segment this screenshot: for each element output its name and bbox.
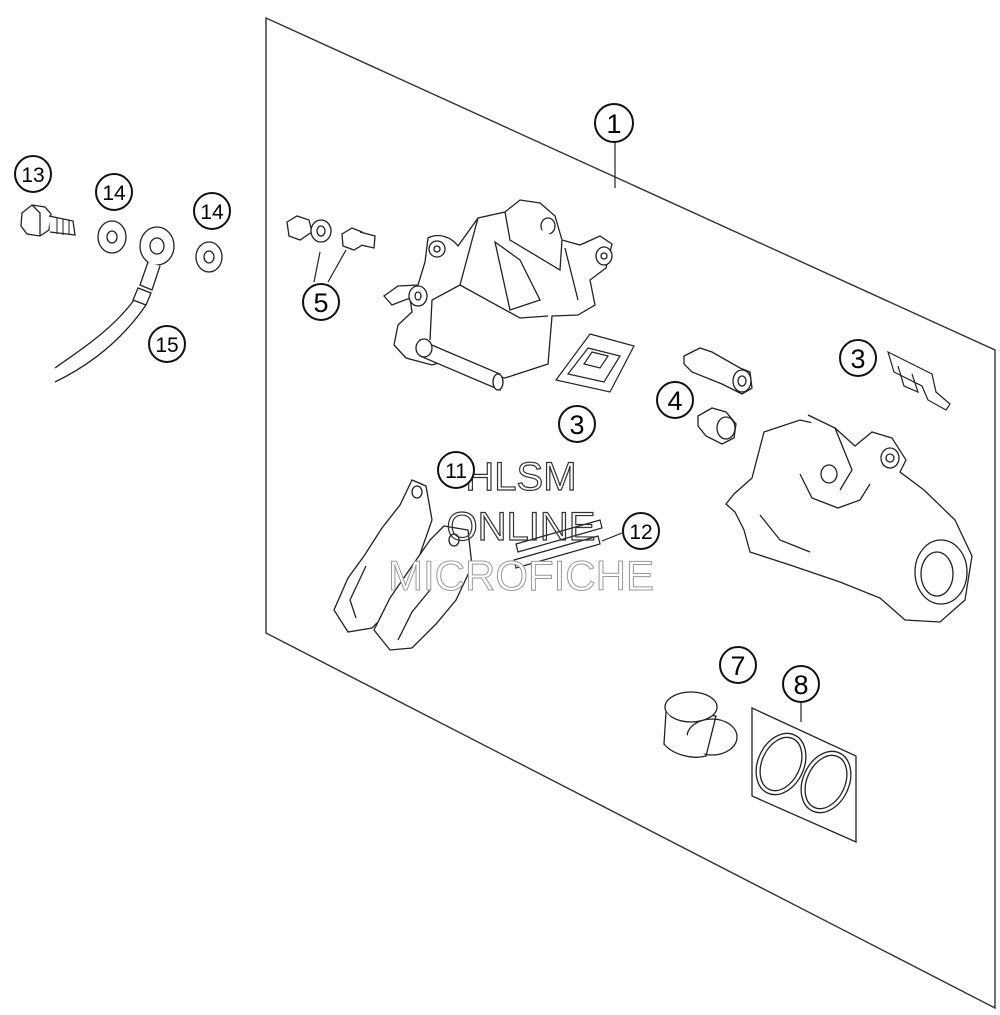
callout-5-label: 5 <box>313 288 328 318</box>
callout-11-label: 11 <box>445 460 467 483</box>
bleeder-screw-right-part <box>341 227 376 251</box>
callout-8-label: 8 <box>793 670 808 700</box>
watermark-line2: ONLINE <box>447 505 596 549</box>
watermark-line3: MICROFICHE <box>388 552 654 599</box>
watermark: HLSM ONLINE MICROFICHE <box>388 454 655 599</box>
callout-7: 7 <box>719 646 757 684</box>
bleeder-screw-left-part <box>286 215 332 243</box>
callout-3-retainer: 3 <box>839 339 877 377</box>
callout-15-label: 15 <box>155 334 178 357</box>
callout-1: 1 <box>594 103 634 143</box>
callout-3b-label: 3 <box>850 344 865 374</box>
callout-8: 8 <box>782 665 820 703</box>
callout-5: 5 <box>302 283 340 321</box>
leader-lines <box>313 142 802 722</box>
callout-13-label: 13 <box>21 164 44 187</box>
leader-5b <box>327 249 347 283</box>
brake-hose-part <box>54 226 175 383</box>
callout-12: 12 <box>622 512 660 550</box>
callout-4-label: 4 <box>667 386 682 416</box>
piston-part <box>663 691 738 758</box>
watermark-line1: HLSM <box>465 455 576 499</box>
callout-14a-label: 14 <box>102 182 126 205</box>
pad-pins-part <box>513 519 603 569</box>
seal-kit-part <box>751 706 857 843</box>
callout-7-label: 7 <box>730 651 745 681</box>
callout-14b-label: 14 <box>200 201 224 224</box>
brake-pads-part <box>333 479 473 651</box>
leader-5a <box>313 251 321 283</box>
leader-12 <box>601 532 623 542</box>
callout-4: 4 <box>656 381 694 419</box>
slide-pin-upper-part <box>683 347 753 395</box>
brake-caliper-part <box>383 199 613 391</box>
callout-11: 11 <box>437 451 475 489</box>
callout-3a-label: 3 <box>569 410 584 440</box>
callouts: 1 3 3 4 5 7 8 11 <box>14 103 877 703</box>
pad-retainer-clip-part <box>887 350 951 411</box>
callout-13: 13 <box>14 155 52 193</box>
callout-1-label: 1 <box>606 109 621 139</box>
callout-3-pad-spring: 3 <box>558 405 596 443</box>
assembly-panel <box>265 16 996 1010</box>
banjo-bolt-part <box>20 204 76 237</box>
sealing-washer-right-part <box>195 241 223 273</box>
sealing-washer-left-part <box>97 220 127 254</box>
callout-14-left: 14 <box>95 173 133 211</box>
pad-spring-part <box>554 333 635 393</box>
callout-15: 15 <box>148 325 186 363</box>
caliper-support-part <box>725 414 973 623</box>
callout-12-label: 12 <box>629 521 652 544</box>
callout-14-right: 14 <box>193 192 231 230</box>
slide-pin-lower-part <box>697 407 737 445</box>
